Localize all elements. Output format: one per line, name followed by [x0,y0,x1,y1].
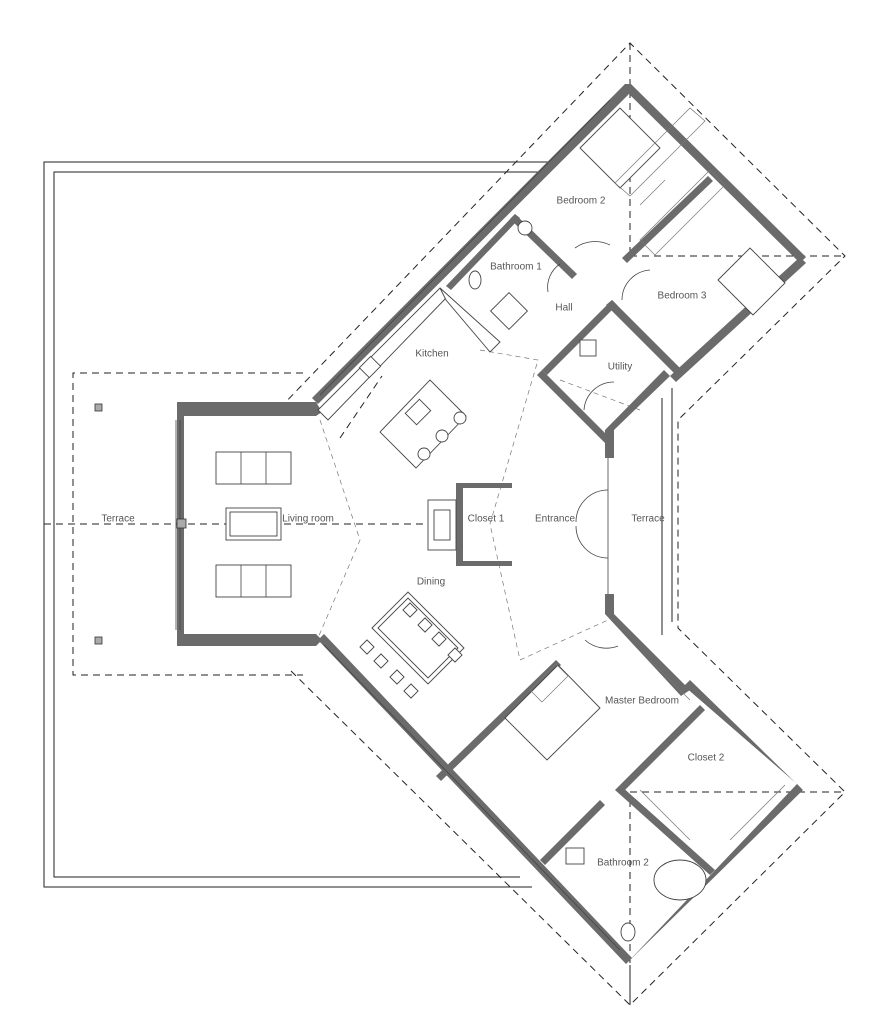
zone-lines [317,349,641,661]
entrance-doors [575,458,609,594]
label-terrace-left: Terrace [101,514,135,525]
bathroom1-fixtures [468,220,561,331]
label-closet-1: Closet 1 [468,514,505,525]
utility-fixtures [579,339,615,411]
label-entrance: Entrance [535,514,575,525]
label-hall: Hall [555,303,572,314]
sofa [215,564,292,598]
label-master-bedroom: Master Bedroom [605,696,679,707]
label-living-room: Living room [282,514,334,525]
label-bathroom-2: Bathroom 2 [597,858,649,869]
terrace-left-area [72,372,303,676]
label-bedroom-2: Bedroom 2 [557,196,606,207]
label-bedroom-3: Bedroom 3 [658,291,707,302]
bathroom2-fixtures [565,847,707,942]
kitchen-island [379,379,467,469]
door-marker [176,518,187,529]
label-dining: Dining [417,577,445,588]
room-labels: Bedroom 2 Bathroom 1 Hall Bedroom 3 Kitc… [101,196,724,869]
label-bathroom-1: Bathroom 1 [490,262,542,273]
post-marker [94,403,103,412]
bedroom2-furniture [574,107,706,249]
label-utility: Utility [608,362,632,373]
master-bedroom-furniture [504,639,691,761]
bedroom3-furniture [621,169,786,316]
label-terrace-right: Terrace [631,514,665,525]
sofa [215,451,292,485]
label-closet-2: Closet 2 [688,753,725,764]
label-kitchen: Kitchen [415,349,448,360]
kitchen-counter [317,287,501,421]
post-marker [94,636,103,645]
roof-outline [279,42,846,1006]
dining-table [359,591,465,699]
closet2-shelving [639,784,786,841]
living-furniture [176,451,457,598]
